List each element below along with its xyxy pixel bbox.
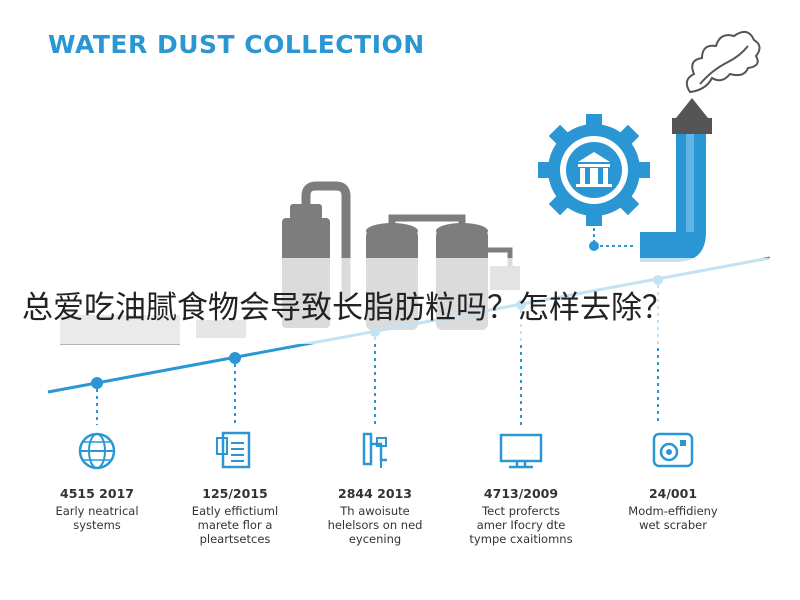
globe-icon bbox=[78, 432, 116, 470]
timeline-node-1 bbox=[91, 377, 103, 389]
mid-duct bbox=[388, 214, 466, 224]
left-duct bbox=[301, 181, 351, 300]
scrubber-icon bbox=[652, 432, 694, 468]
building-icon bbox=[576, 152, 612, 187]
caption-text: 总爱吃油腻食物会导致长脂肪粒吗？怎样去除？ bbox=[22, 290, 673, 326]
pipe-valve-icon bbox=[362, 432, 387, 468]
stage-code: 4515 2017 bbox=[60, 486, 134, 501]
document-icon bbox=[216, 431, 251, 469]
chimney-icon bbox=[640, 98, 712, 262]
stage-code: 2844 2013 bbox=[338, 486, 412, 501]
stage-code: 24/001 bbox=[648, 486, 698, 501]
left-tank-cap bbox=[290, 204, 322, 220]
diagram-title: WATER DUST COLLECTION bbox=[48, 30, 425, 59]
gear-icon bbox=[538, 114, 650, 226]
stage-code: 125/2015 bbox=[202, 486, 268, 501]
caption-banner bbox=[0, 258, 800, 344]
stage-code: 4713/2009 bbox=[483, 486, 559, 501]
monitor-icon bbox=[499, 433, 543, 469]
timeline-node-2 bbox=[229, 352, 241, 364]
smoke-icon bbox=[685, 30, 761, 94]
